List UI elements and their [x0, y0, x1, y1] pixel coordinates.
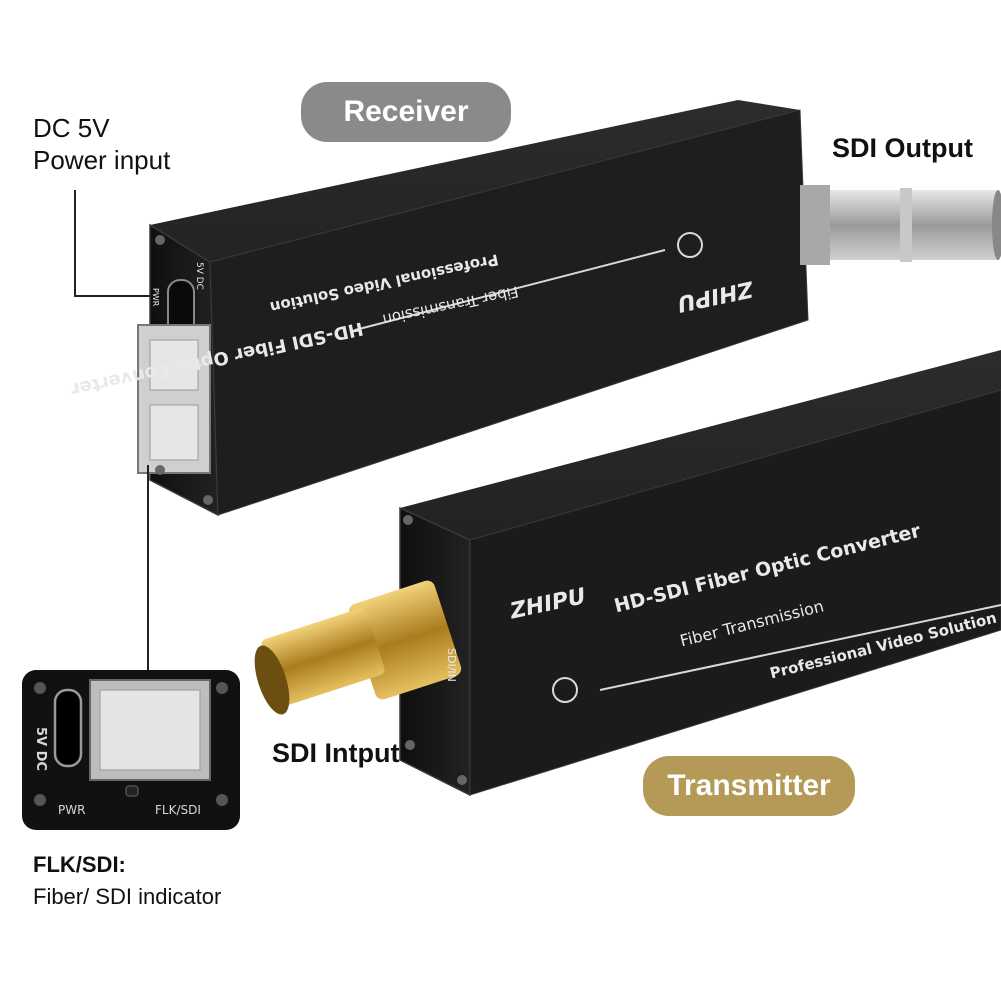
bnc-input-connector: [254, 580, 462, 715]
bnc-output-connector: [800, 185, 1001, 265]
bnc-symbol-icon: [677, 232, 703, 258]
inset-usb-port: [53, 688, 83, 768]
receiver-pwr-label: PWR: [151, 288, 160, 307]
indicator-description: Fiber/ SDI indicator: [33, 884, 222, 909]
power-input-line1: DC 5V: [33, 113, 110, 143]
inset-pwr-label: PWR: [58, 803, 86, 817]
transmitter-badge: Transmitter: [643, 756, 855, 816]
receiver-badge: Receiver: [301, 82, 511, 142]
receiver-power-port-label: 5V DC: [194, 262, 204, 290]
indicator-title: FLK/SDI:: [33, 852, 126, 877]
sdi-output-label: SDI Output: [832, 133, 973, 163]
bnc-symbol-icon-tx: [552, 677, 578, 703]
transmitter-badge-text: Transmitter: [667, 769, 831, 802]
inset-panel: [22, 670, 240, 830]
receiver-device: [137, 100, 809, 517]
power-leader-line: [74, 190, 168, 297]
sdi-input-label: SDI Intput: [272, 738, 400, 768]
power-input-line2: Power input: [33, 145, 171, 175]
transmitter-port-label: SDI/IN: [445, 648, 458, 682]
receiver-badge-text: Receiver: [343, 95, 469, 128]
inset-port-label: 5V DC: [33, 727, 48, 771]
power-input-label: DC 5V Power input: [33, 112, 170, 176]
inset-flk-label: FLK/SDI: [155, 803, 201, 817]
